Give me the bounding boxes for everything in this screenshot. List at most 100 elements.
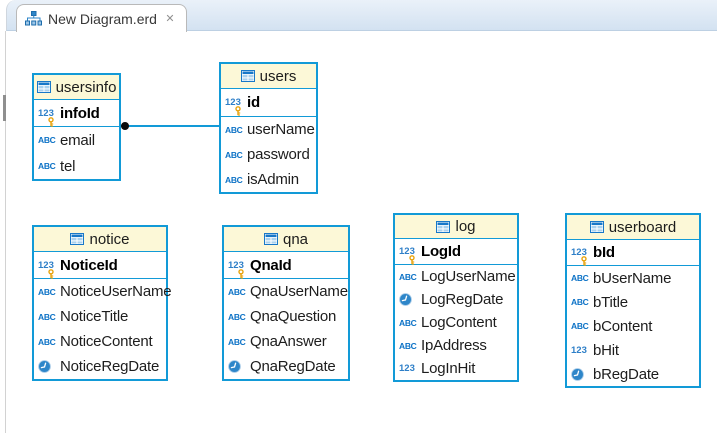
column-name: LogContent <box>421 314 497 331</box>
datetime-type-icon <box>399 293 421 306</box>
table-icon <box>589 221 604 233</box>
column-row[interactable]: bUserName <box>567 266 699 290</box>
column-row[interactable]: infoId <box>34 100 119 127</box>
tab-new-diagram-erd[interactable]: New Diagram.erd <box>16 4 187 32</box>
column-row[interactable]: NoticeTitle <box>34 304 166 329</box>
primary-key-section: bId <box>567 240 699 266</box>
column-row[interactable]: IpAddress <box>395 334 517 357</box>
left-rail-divider <box>3 95 6 121</box>
column-row[interactable]: LogContent <box>395 311 517 334</box>
entity-header[interactable]: notice <box>34 227 166 252</box>
columns-section: userName password isAdmin <box>221 117 316 192</box>
column-name: LogId <box>421 243 461 260</box>
primary-key-icon <box>571 247 593 266</box>
column-row[interactable]: QnaAnswer <box>224 329 348 354</box>
string-type-icon <box>225 150 247 160</box>
entity-users[interactable]: users id userName password isAdmin <box>219 62 318 194</box>
column-name: NoticeId <box>60 256 118 274</box>
primary-key-section: LogId <box>395 239 517 265</box>
column-row[interactable]: id <box>221 89 316 116</box>
string-type-icon <box>38 287 60 297</box>
column-row[interactable]: bHit <box>567 338 699 362</box>
column-name: NoticeContent <box>60 333 153 350</box>
table-icon <box>70 233 85 245</box>
entity-header[interactable]: log <box>395 215 517 239</box>
column-name: NoticeTitle <box>60 308 129 325</box>
entity-header[interactable]: users <box>221 64 316 89</box>
column-row[interactable]: userName <box>221 117 316 142</box>
editor-tab-bar: New Diagram.erd <box>6 0 717 32</box>
string-type-icon <box>228 287 250 297</box>
column-name: LogRegDate <box>421 291 504 308</box>
column-row[interactable]: NoticeRegDate <box>34 354 166 379</box>
tab-close-icon[interactable] <box>163 12 177 26</box>
entity-header[interactable]: userboard <box>567 215 699 240</box>
column-row[interactable]: QnaRegDate <box>224 354 348 379</box>
columns-section: QnaUserName QnaQuestion QnaAnswer QnaReg… <box>224 279 348 379</box>
entity-title: userboard <box>608 218 677 236</box>
string-type-icon <box>571 321 593 331</box>
table-icon <box>240 70 255 82</box>
column-row[interactable]: QnaUserName <box>224 279 348 304</box>
column-row[interactable]: NoticeContent <box>34 329 166 354</box>
primary-key-section: infoId <box>34 100 119 127</box>
entity-title: usersinfo <box>55 78 117 96</box>
entity-log[interactable]: log LogId LogUserName LogRegDate LogCont… <box>393 213 519 382</box>
entity-header[interactable]: qna <box>224 227 348 252</box>
column-row[interactable]: bRegDate <box>567 362 699 386</box>
column-row[interactable]: password <box>221 142 316 167</box>
column-name: infoId <box>60 104 100 122</box>
column-name: isAdmin <box>247 171 299 188</box>
string-type-icon <box>225 125 247 135</box>
column-row[interactable]: email <box>34 127 119 153</box>
string-type-icon <box>571 297 593 307</box>
numeric-type-icon <box>571 345 593 356</box>
column-name: NoticeUserName <box>60 283 172 300</box>
string-type-icon <box>38 135 60 145</box>
column-name: IpAddress <box>421 337 487 354</box>
column-row[interactable]: QnaId <box>224 252 348 279</box>
entity-header[interactable]: usersinfo <box>34 75 119 100</box>
column-name: bRegDate <box>593 365 659 383</box>
primary-key-section: NoticeId <box>34 252 166 279</box>
column-name: LogInHit <box>421 360 476 377</box>
entity-qna[interactable]: qna QnaId QnaUserName QnaQuestion QnaAns… <box>222 225 350 381</box>
column-row[interactable]: bTitle <box>567 290 699 314</box>
column-name: bUserName <box>593 269 672 287</box>
primary-key-icon <box>38 108 60 127</box>
relationship-line[interactable] <box>121 125 219 127</box>
string-type-icon <box>228 337 250 347</box>
entity-notice[interactable]: notice NoticeId NoticeUserName NoticeTit… <box>32 225 172 381</box>
column-row[interactable]: LogUserName <box>395 265 517 288</box>
column-name: email <box>60 131 95 149</box>
string-type-icon <box>38 312 60 322</box>
primary-key-section: QnaId <box>224 252 348 279</box>
columns-section: LogUserName LogRegDate LogContent IpAddr… <box>395 265 517 380</box>
primary-key-icon <box>38 260 60 279</box>
column-row[interactable]: bId <box>567 240 699 266</box>
entity-title: notice <box>89 230 130 248</box>
column-row[interactable]: bContent <box>567 314 699 338</box>
column-row[interactable]: tel <box>34 153 119 179</box>
column-name: NoticeRegDate <box>60 358 160 375</box>
string-type-icon <box>399 341 421 351</box>
column-name: bId <box>593 244 615 261</box>
entity-title: users <box>259 67 297 85</box>
column-name: QnaRegDate <box>250 358 336 375</box>
column-row[interactable]: isAdmin <box>221 167 316 192</box>
string-type-icon <box>399 318 421 328</box>
column-row[interactable]: QnaQuestion <box>224 304 348 329</box>
table-icon <box>263 233 278 245</box>
column-row[interactable]: LogRegDate <box>395 288 517 311</box>
columns-section: bUserName bTitle bContent bHit bRegDate <box>567 266 699 386</box>
column-name: bContent <box>593 317 653 335</box>
entity-usersinfo[interactable]: usersinfo infoId email tel <box>32 73 121 181</box>
entity-userboard[interactable]: userboard bId bUserName bTitle bContent <box>565 213 701 388</box>
column-row[interactable]: NoticeId <box>34 252 166 279</box>
string-type-icon <box>38 337 60 347</box>
column-row[interactable]: LogInHit <box>395 357 517 380</box>
column-name: bTitle <box>593 293 628 311</box>
column-row[interactable]: NoticeUserName <box>34 279 172 304</box>
column-row[interactable]: LogId <box>395 239 517 265</box>
